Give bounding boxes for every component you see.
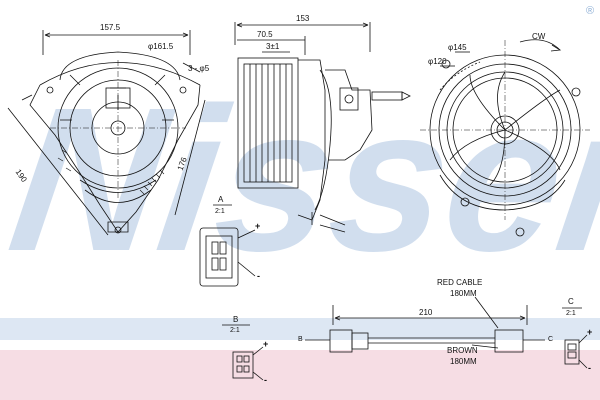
left-housing-view	[7, 30, 206, 236]
dim-153-label: 153	[296, 14, 310, 23]
brown-cable-label: BROWN	[447, 346, 478, 355]
pink-band	[0, 350, 600, 400]
red-cable-length: 180MM	[450, 289, 477, 298]
dim-210-label: 210	[419, 308, 433, 317]
detail-c-letter: C	[568, 297, 574, 306]
dim-120-label: φ120	[428, 57, 447, 66]
registered-mark: ®	[586, 5, 595, 17]
detail-b-scale: 2:1	[230, 327, 240, 334]
detail-a-letter: A	[218, 195, 224, 204]
detail-a-plus: +	[255, 221, 261, 231]
detail-a-minus: -	[257, 271, 260, 281]
dim-3-label: 3±1	[266, 42, 280, 51]
cable-assembly	[222, 296, 588, 381]
impeller-view	[420, 39, 590, 237]
detail-a-scale: 2:1	[215, 208, 225, 215]
dim-holes-label: 3 - φ5	[188, 64, 210, 73]
cable-end-b: B	[298, 336, 303, 343]
red-cable-label: RED CABLE	[437, 278, 483, 287]
detail-b-plus: +	[263, 339, 269, 349]
detail-b-letter: B	[233, 315, 239, 324]
detail-c-minus: -	[588, 363, 591, 373]
light-blue-band	[0, 318, 600, 340]
detail-c-scale: 2:1	[566, 310, 576, 317]
dim-70-label: 70.5	[257, 30, 273, 39]
dim-161-label: φ161.5	[148, 42, 174, 51]
dim-157-label: 157.5	[100, 23, 121, 32]
detail-b-minus: -	[264, 375, 267, 385]
dim-145-label: φ145	[448, 43, 467, 52]
rotation-label: CW	[532, 32, 546, 41]
side-profile-view	[234, 22, 411, 233]
detail-a	[199, 204, 256, 287]
cable-end-c: C	[548, 336, 554, 343]
watermark-text: Nissens	[0, 65, 600, 294]
detail-c-plus: +	[587, 327, 593, 337]
brown-cable-length: 180MM	[450, 357, 477, 366]
